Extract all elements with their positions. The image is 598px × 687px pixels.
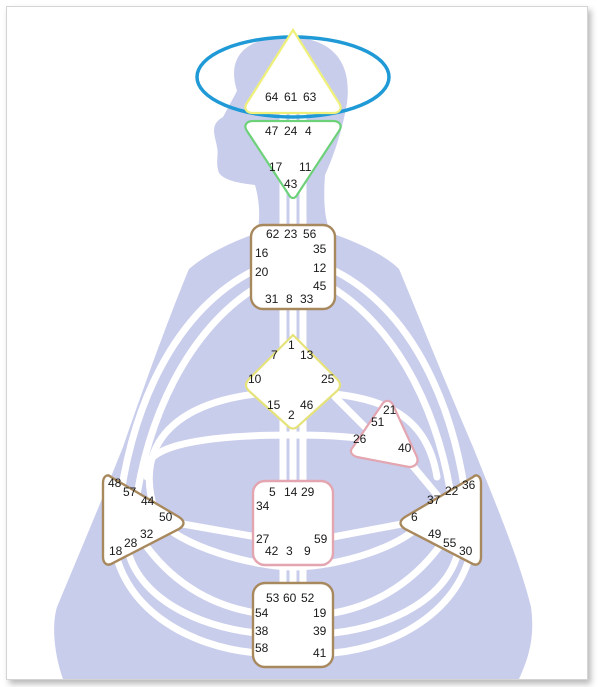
gate-26: 26 [353, 432, 367, 446]
channel-line [327, 283, 459, 531]
gate-46: 46 [300, 398, 314, 412]
channel-line [173, 519, 261, 541]
spleen-center [101, 474, 185, 566]
gate-21: 21 [383, 403, 397, 417]
sacral-center [251, 479, 335, 567]
ajna-center [244, 119, 342, 200]
channel-line [153, 513, 431, 571]
gate-4: 4 [305, 124, 312, 138]
gate-37: 37 [427, 493, 441, 507]
channel-line [331, 393, 369, 431]
head-center [244, 27, 342, 115]
bodygraph-frame: 64 61 63 47 24 4 17 11 43 62 23 56 16 35… [6, 6, 588, 680]
gate-54: 54 [255, 606, 269, 620]
channel-line [143, 543, 261, 617]
gate-38: 38 [255, 624, 269, 638]
gate-7: 7 [271, 348, 278, 362]
gate-19: 19 [313, 606, 327, 620]
gate-44: 44 [141, 494, 155, 508]
gate-63: 63 [303, 90, 317, 104]
channel-line [129, 283, 261, 531]
gate-22: 22 [445, 484, 459, 498]
channel-line [329, 543, 463, 637]
channel-line [123, 543, 261, 637]
gate-15: 15 [267, 398, 281, 412]
gate-55: 55 [443, 536, 457, 550]
gate-35: 35 [313, 242, 327, 256]
gate-8: 8 [286, 292, 293, 306]
solar-plexus-center [399, 474, 483, 566]
gate-29: 29 [301, 485, 315, 499]
gate-50: 50 [159, 510, 173, 524]
gate-57: 57 [123, 485, 137, 499]
gate-20: 20 [255, 265, 269, 279]
gate-52: 52 [301, 591, 315, 605]
gate-13: 13 [300, 348, 314, 362]
gate-43: 43 [284, 177, 298, 191]
gate-59: 59 [314, 532, 328, 546]
gate-60: 60 [283, 591, 297, 605]
gate-48: 48 [108, 476, 122, 490]
gate-39: 39 [313, 624, 327, 638]
gate-30: 30 [459, 544, 473, 558]
gate-51: 51 [371, 415, 385, 429]
gate-17: 17 [269, 160, 283, 174]
gate-14: 14 [284, 485, 298, 499]
root-center [251, 581, 335, 669]
gate-45: 45 [313, 279, 327, 293]
gate-61: 61 [284, 90, 298, 104]
gate-18: 18 [109, 544, 123, 558]
gate-5: 5 [269, 485, 276, 499]
gate-27: 27 [256, 532, 270, 546]
gate-23: 23 [284, 227, 298, 241]
gate-24: 24 [284, 124, 298, 138]
gate-10: 10 [248, 372, 262, 386]
gate-2: 2 [288, 408, 295, 422]
g-center [244, 333, 342, 430]
gate-1: 1 [288, 338, 295, 352]
gate-62: 62 [266, 227, 280, 241]
ego-center [349, 399, 419, 469]
gate-9: 9 [304, 544, 311, 558]
gate-25: 25 [321, 372, 335, 386]
gate-16: 16 [255, 246, 269, 260]
gate-42: 42 [265, 544, 279, 558]
channel-line [329, 543, 443, 617]
gate-41: 41 [313, 646, 327, 660]
gate-32: 32 [140, 527, 154, 541]
gate-58: 58 [255, 641, 269, 655]
gate-64: 64 [265, 90, 279, 104]
gate-28: 28 [124, 536, 138, 550]
gate-6: 6 [411, 510, 418, 524]
gate-33: 33 [300, 292, 314, 306]
gate-labels: 64 61 63 47 24 4 17 11 43 62 23 56 16 35… [108, 90, 476, 660]
gate-36: 36 [462, 478, 476, 492]
gate-49: 49 [428, 527, 442, 541]
gate-56: 56 [303, 227, 317, 241]
gate-40: 40 [398, 441, 412, 455]
gate-34: 34 [256, 499, 270, 513]
gate-31: 31 [265, 292, 279, 306]
channel-line [113, 265, 261, 531]
channel-line [329, 519, 411, 541]
gate-11: 11 [299, 160, 312, 174]
gate-53: 53 [266, 591, 280, 605]
bodygraph-diagram: 64 61 63 47 24 4 17 11 43 62 23 56 16 35… [54, 27, 533, 679]
gate-47: 47 [265, 124, 279, 138]
gate-12: 12 [313, 261, 327, 275]
throat-center [249, 223, 337, 311]
gate-3: 3 [286, 544, 293, 558]
